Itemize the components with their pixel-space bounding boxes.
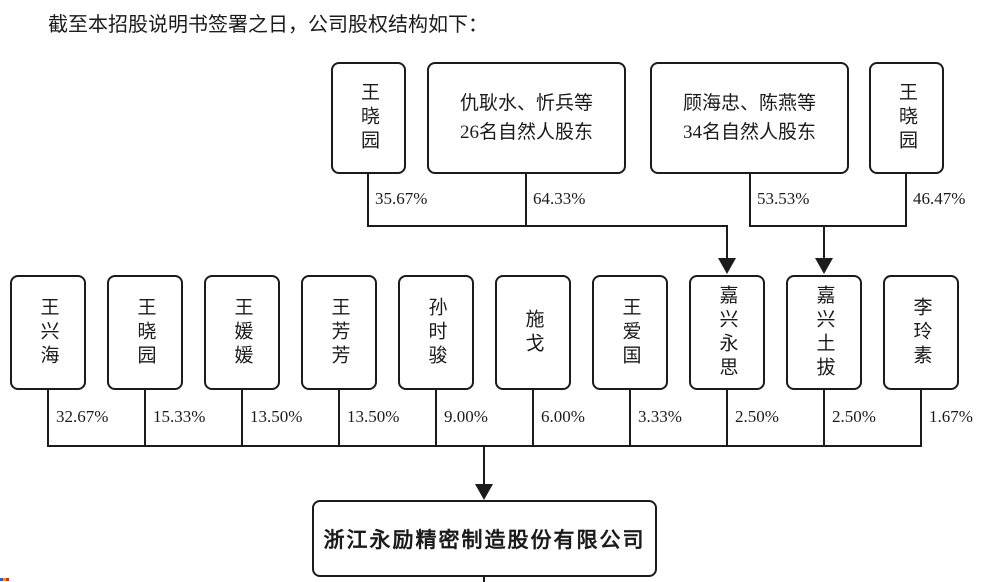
direct-shareholder-box-4: 王芳芳 (301, 275, 377, 390)
ownership-percent: 53.53% (757, 189, 810, 208)
ownership-percent: 6.00% (541, 407, 585, 426)
connector-stub-below-company (483, 577, 485, 582)
shareholder-name: 嘉兴土拔 (813, 284, 835, 381)
corner-pixel-artifact (0, 578, 9, 581)
connector-stub (47, 390, 49, 445)
ownership-percent: 9.00% (444, 407, 488, 426)
shareholder-name-line-2: 26名自然人股东 (459, 122, 593, 143)
ownership-percent: 2.50% (735, 407, 779, 426)
shareholder-name: 孙时骏 (425, 296, 447, 369)
direct-shareholder-box-3: 王媛媛 (204, 275, 280, 390)
ownership-percent: 13.50% (347, 407, 400, 426)
connector-stub (532, 390, 534, 445)
connector-stub (435, 390, 437, 445)
shareholder-name-line-1: 仇耿水、忻兵等 (459, 93, 593, 114)
ownership-percent: 46.47% (913, 189, 966, 208)
shareholder-name: 顾海忠、陈燕等 34名自然人股东 (683, 89, 816, 147)
direct-shareholder-box-9: 嘉兴土拔 (786, 275, 862, 390)
ownership-percent: 3.33% (638, 407, 682, 426)
arrow-down-icon (815, 258, 833, 274)
direct-shareholder-box-10: 李玲素 (883, 275, 959, 390)
connector-stub (823, 390, 825, 445)
top-shareholder-box-3: 顾海忠、陈燕等 34名自然人股东 (650, 62, 849, 174)
shareholder-name: 王兴海 (37, 296, 59, 369)
direct-shareholder-box-6: 施戈 (495, 275, 571, 390)
arrow-down-icon (475, 484, 493, 500)
ownership-percent: 2.50% (832, 407, 876, 426)
connector-stub (367, 174, 369, 225)
diagram-title: 截至本招股说明书签署之日，公司股权结构如下： (48, 14, 488, 36)
shareholder-name-line-2: 34名自然人股东 (682, 122, 816, 143)
shareholder-name: 王晓园 (896, 82, 917, 154)
top-shareholder-box-4: 王晓园 (869, 62, 944, 174)
direct-shareholder-box-2: 王晓园 (107, 275, 183, 390)
shareholder-name: 王晓园 (134, 296, 156, 369)
direct-shareholder-box-7: 王爱国 (592, 275, 668, 390)
direct-shareholder-box-8: 嘉兴永思 (689, 275, 765, 390)
connector-rail-right-group (749, 225, 907, 227)
ownership-percent: 64.33% (533, 189, 586, 208)
ownership-percent: 35.67% (375, 189, 428, 208)
shareholder-name-line-1: 顾海忠、陈燕等 (682, 93, 816, 114)
company-box: 浙江永励精密制造股份有限公司 (312, 500, 657, 577)
connector-stub (920, 390, 922, 445)
ownership-percent: 32.67% (56, 407, 109, 426)
shareholder-name: 王爱国 (619, 296, 641, 369)
connector-drop (726, 225, 728, 261)
connector-stub (629, 390, 631, 445)
shareholder-name: 王媛媛 (231, 296, 253, 369)
shareholder-name: 王芳芳 (328, 296, 350, 369)
ownership-percent: 13.50% (250, 407, 303, 426)
ownership-percent: 1.67% (929, 407, 973, 426)
direct-shareholder-box-1: 王兴海 (10, 275, 86, 390)
connector-stub (525, 174, 527, 225)
direct-shareholder-box-5: 孙时骏 (398, 275, 474, 390)
arrow-down-icon (718, 258, 736, 274)
company-name: 浙江永励精密制造股份有限公司 (323, 527, 646, 552)
connector-stub (144, 390, 146, 445)
connector-rail-left-group (367, 225, 728, 227)
connector-drop (483, 445, 485, 487)
connector-drop (823, 225, 825, 261)
connector-stub (338, 390, 340, 445)
shareholder-name: 李玲素 (910, 296, 932, 369)
connector-stub (726, 390, 728, 445)
connector-stub (241, 390, 243, 445)
connector-stub (905, 174, 907, 225)
top-shareholder-box-1: 王晓园 (331, 62, 406, 174)
shareholder-name: 嘉兴永思 (716, 284, 738, 381)
connector-stub (749, 174, 751, 225)
ownership-percent: 15.33% (153, 407, 206, 426)
shareholder-name: 王晓园 (358, 82, 379, 154)
top-shareholder-box-2: 仇耿水、忻兵等 26名自然人股东 (427, 62, 626, 174)
shareholder-name: 仇耿水、忻兵等 26名自然人股东 (460, 89, 593, 147)
shareholder-name: 施戈 (522, 308, 544, 357)
